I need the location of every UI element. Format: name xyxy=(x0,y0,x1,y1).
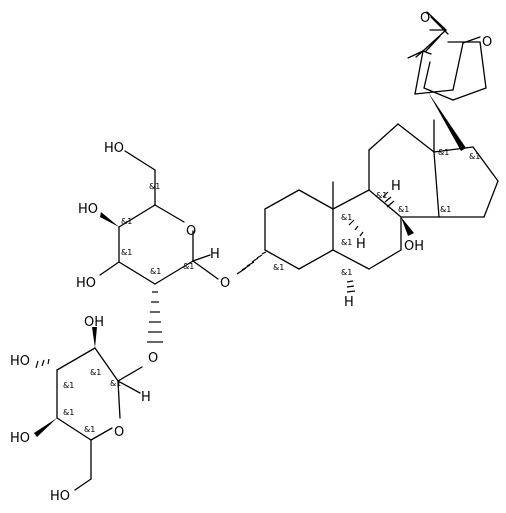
glucose2-c2-oh-label: OH xyxy=(84,315,104,330)
glucose2-c4-oh-label: HO xyxy=(10,431,30,446)
glucose2-ch2oh-label: HO xyxy=(50,489,70,504)
stereo-label: &1 xyxy=(84,425,95,434)
stereo-label: &1 xyxy=(63,381,74,390)
glucose2-ring-oxygen-label: O xyxy=(114,425,124,440)
glucose2-anomeric-h-label: H xyxy=(141,390,151,405)
stereo-label: &1 xyxy=(110,379,121,388)
glucose-anomeric-h-label: H xyxy=(210,247,220,262)
stereo-label: &1 xyxy=(63,408,74,417)
stereo-label: &1 xyxy=(273,263,284,272)
bond-lines xyxy=(34,11,499,491)
c9-hydrogen-label: H xyxy=(356,237,366,252)
glucose-c3-oh-label: HO xyxy=(76,276,96,291)
c5-hydrogen-label: H xyxy=(344,295,354,310)
glucose-ring-oxygen-label: O xyxy=(186,224,196,239)
stereo-label: &1 xyxy=(376,191,387,200)
stereo-label: &1 xyxy=(440,205,451,214)
stereo-label: &1 xyxy=(183,262,194,271)
glucose2-c3-oh-label: HO xyxy=(10,354,30,369)
stereo-label: &1 xyxy=(398,205,409,214)
stereo-label: &1 xyxy=(121,248,132,257)
stereo-label: &1 xyxy=(341,213,352,222)
stereo-label: &1 xyxy=(438,148,449,157)
glycosidic-oxygen-label: O xyxy=(220,276,230,291)
stereo-label: &1 xyxy=(469,152,480,161)
stereo-label: &1 xyxy=(121,217,132,226)
carbonyl-oxygen-label: O xyxy=(420,11,430,26)
stereo-label: &1 xyxy=(341,238,352,247)
stereo-labels: &1 &1 &1 &1 &1 &1 &1 &1 &1 &1 &1 &1 &1 &… xyxy=(63,148,480,434)
stereo-label: &1 xyxy=(150,267,161,276)
c8-hydrogen-label: H xyxy=(391,179,401,194)
stereo-label: &1 xyxy=(90,368,101,377)
glucose-c4-oh-label: HO xyxy=(78,202,98,217)
linking-oxygen-label: O xyxy=(148,351,158,366)
lactone-oxygen-label: O xyxy=(482,35,492,50)
stereo-label: &1 xyxy=(149,182,160,191)
stereo-label: &1 xyxy=(341,268,352,277)
c14-hydroxyl-label: OH xyxy=(404,239,424,254)
atom-labels: O O OH H H H O O HO HO HO H O O OH HO HO… xyxy=(10,11,492,504)
glucose-ch2oh-label: HO xyxy=(104,141,124,156)
